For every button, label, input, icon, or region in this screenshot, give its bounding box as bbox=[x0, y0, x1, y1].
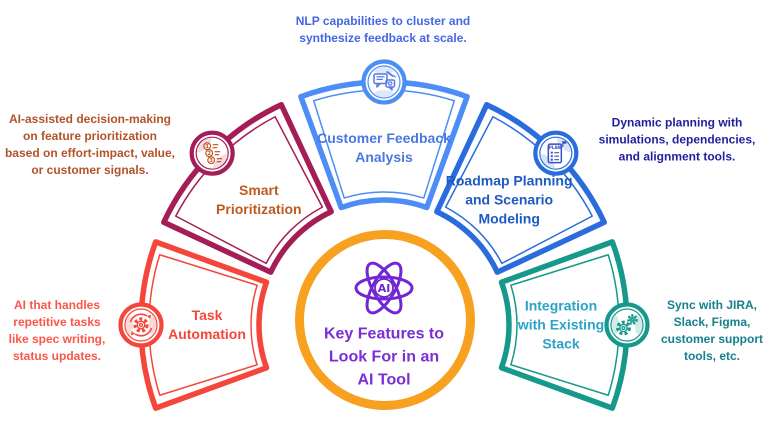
gears-integration-icon bbox=[604, 302, 650, 348]
segment-label-task-automation: Task Automation bbox=[168, 307, 246, 342]
priority-list-icon: 123 bbox=[189, 130, 235, 176]
segment-wedge-task-automation bbox=[138, 239, 270, 411]
segment-label-roadmap-planning: Roadmap Planning and Scenario Modeling bbox=[445, 172, 573, 227]
center-circle bbox=[295, 230, 475, 410]
svg-text:1: 1 bbox=[205, 144, 209, 150]
segment-wedge-integration-existing-stack bbox=[498, 239, 630, 411]
segment-wedge-customer-feedback-analysis bbox=[298, 79, 470, 211]
description-roadmap-planning: Dynamic planning with simulations, depen… bbox=[598, 115, 756, 164]
gear-sync-icon bbox=[118, 302, 164, 348]
plan-document-icon: PLAN bbox=[533, 130, 579, 176]
svg-text:AI: AI bbox=[378, 282, 391, 295]
segment-wedge-smart-prioritization bbox=[161, 102, 334, 275]
description-task-automation: AI that handles repetitive tasks like sp… bbox=[8, 298, 106, 363]
svg-text:PLAN: PLAN bbox=[549, 145, 561, 150]
segment-label-smart-prioritization: Smart Prioritization bbox=[216, 181, 302, 217]
svg-text:2: 2 bbox=[207, 151, 211, 157]
center-title: Key Features to Look For in an AI Tool bbox=[323, 325, 445, 389]
feedback-chat-icon bbox=[361, 59, 407, 105]
description-customer-feedback: NLP capabilities to cluster and synthesi… bbox=[295, 14, 471, 45]
segment-label-customer-feedback: Customer Feedback Analysis bbox=[317, 130, 451, 165]
description-integration-stack: Sync with JIRA, Slack, Figma, customer s… bbox=[660, 298, 763, 363]
ai-atom-icon: AI bbox=[354, 261, 414, 315]
description-smart-prioritization: AI-assisted decision-making on feature p… bbox=[4, 112, 176, 177]
segment-label-integration-stack: Integration with Existing Stack bbox=[517, 297, 605, 352]
segment-wedge-roadmap-planning-scenario-modeling bbox=[434, 102, 607, 275]
svg-text:3: 3 bbox=[209, 158, 213, 164]
